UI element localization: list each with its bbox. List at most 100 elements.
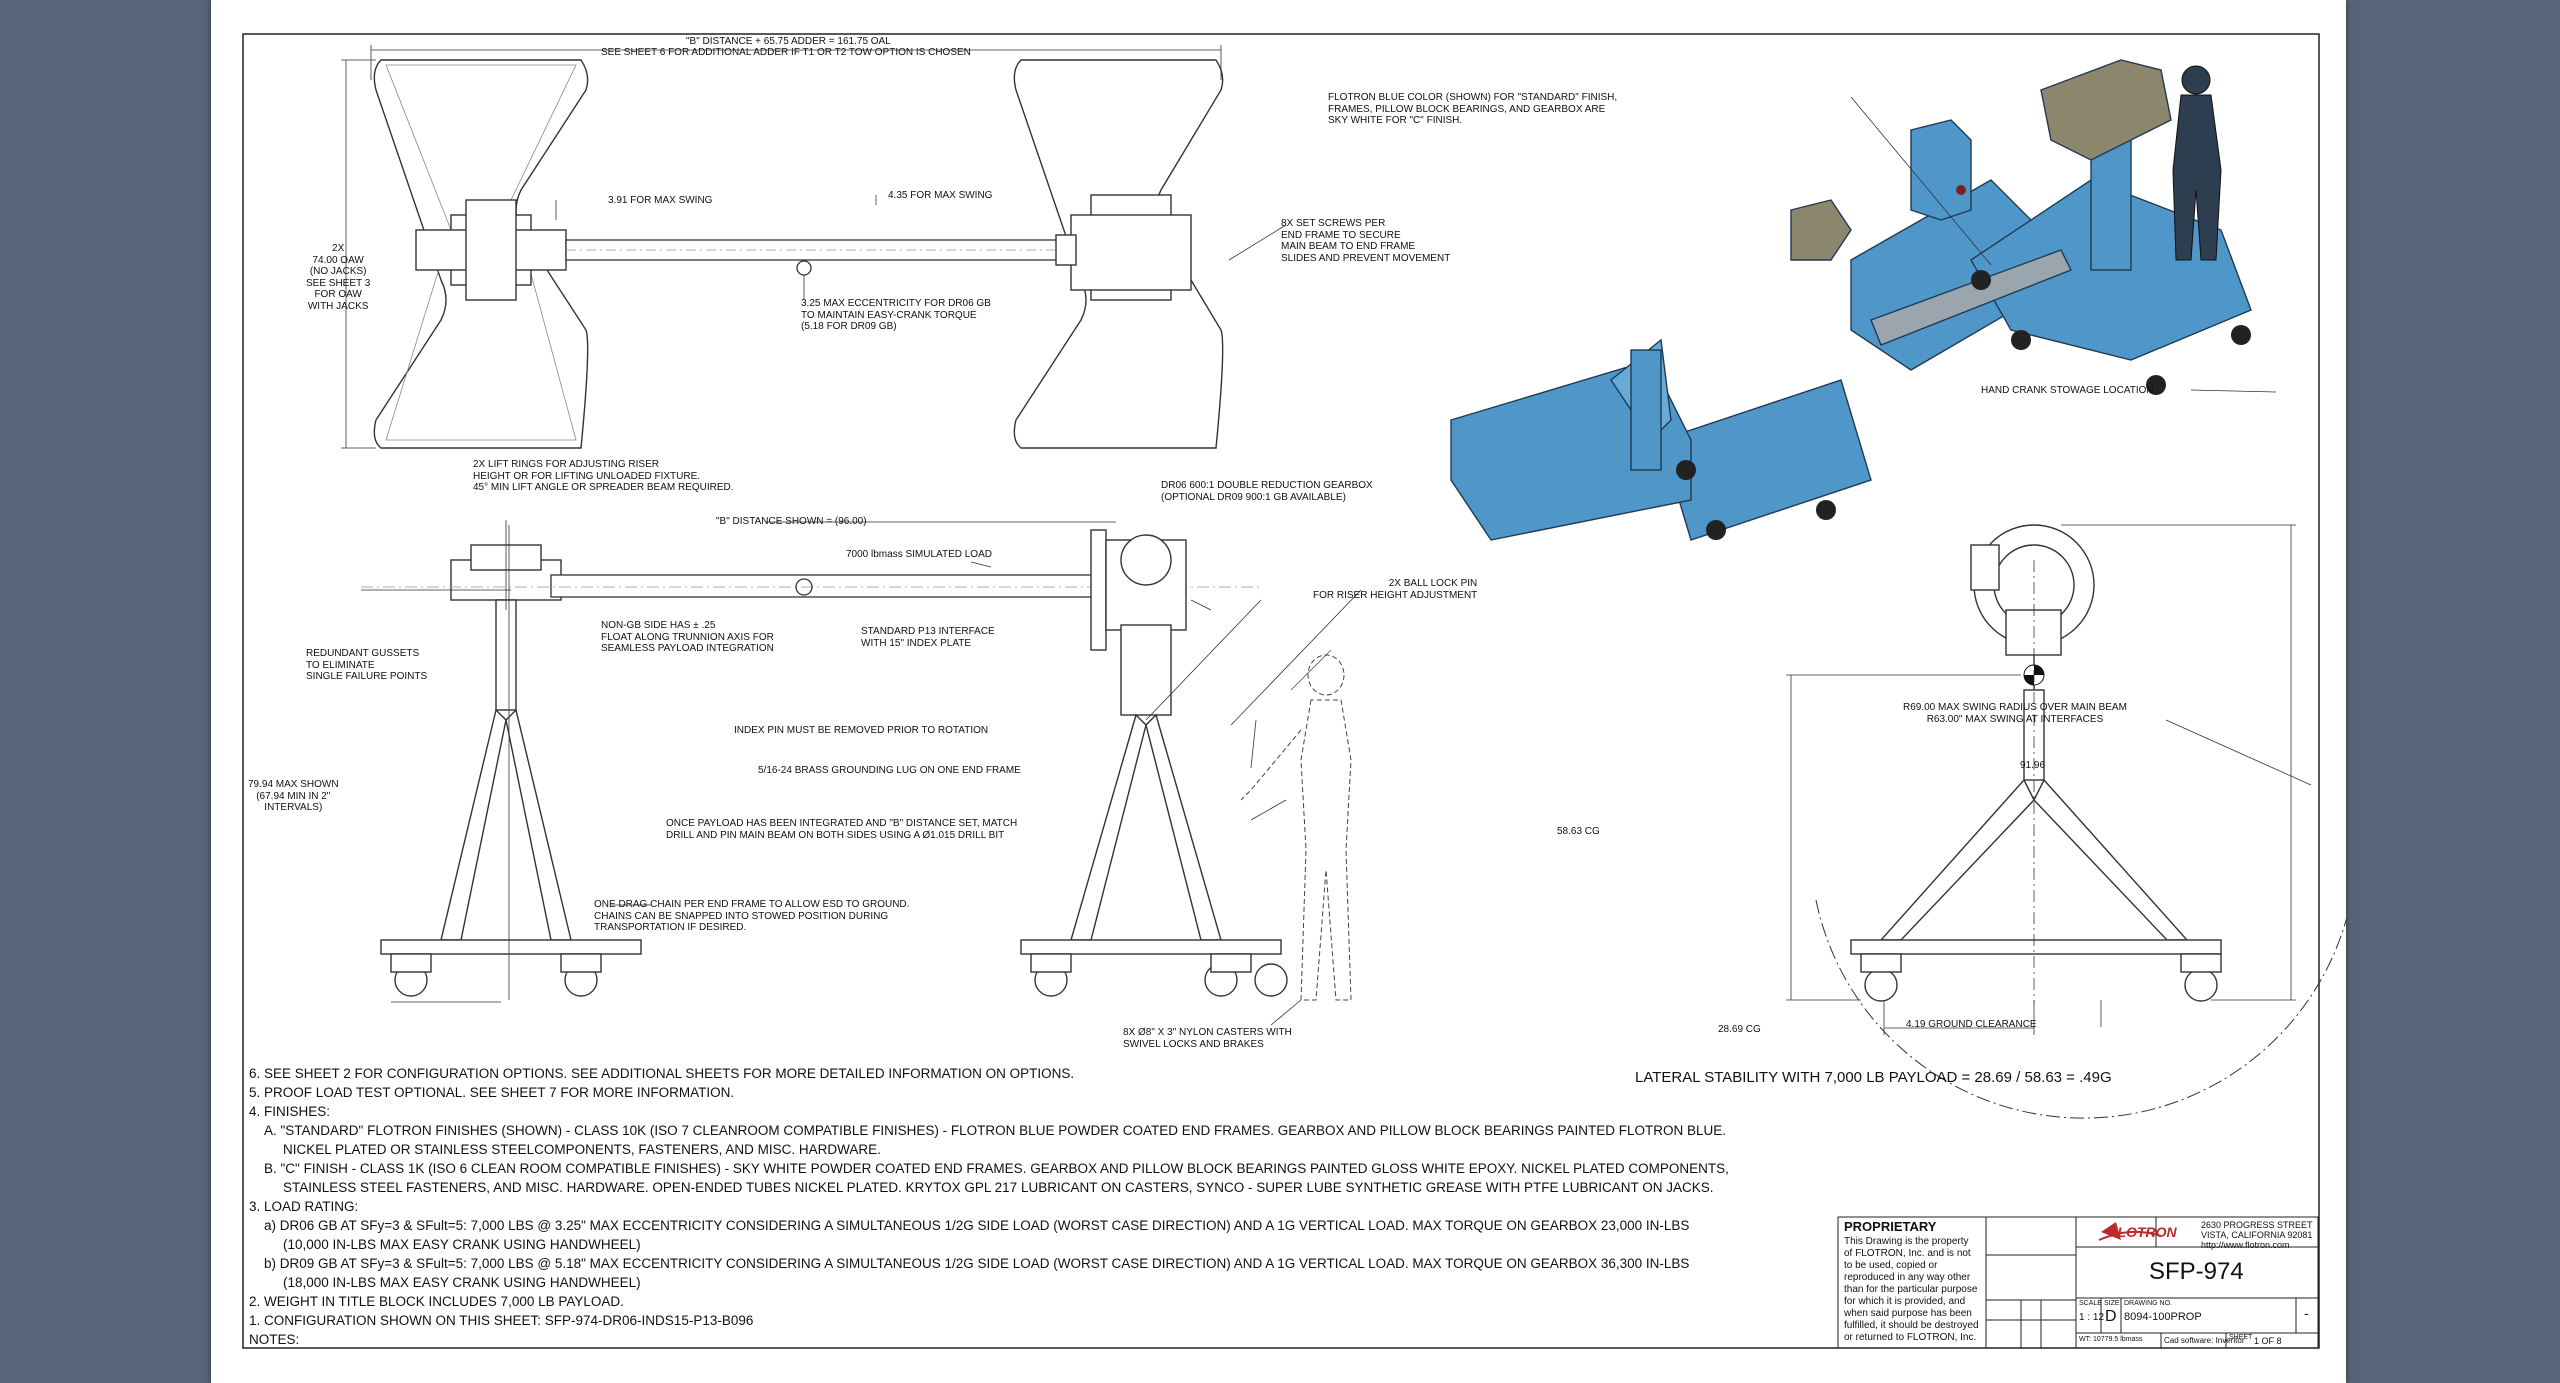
top-view-main-beam xyxy=(565,239,1097,276)
index-pin-note: INDEX PIN MUST BE REMOVED PRIOR TO ROTAT… xyxy=(734,725,989,736)
height-line: INTERVALS) xyxy=(264,802,323,813)
iso-leaders xyxy=(1850,96,2277,393)
address-line: VISTA, CALIFORNIA 92081 xyxy=(2201,1230,2313,1240)
drag-chain-line: CHAINS CAN BE SNAPPED INTO STOWED POSITI… xyxy=(594,910,889,922)
top-view-left-frame xyxy=(373,59,589,449)
swing-right-dim: 4.35 FOR MAX SWING xyxy=(888,190,993,201)
size-value: D xyxy=(2105,1308,2117,1325)
height-line: (67.94 MIN IN 2" xyxy=(256,790,331,802)
drill-line: ONCE PAYLOAD HAS BEEN INTEGRATED AND "B"… xyxy=(666,818,1018,829)
color-note-line: FRAMES, PILLOW BLOCK BEARINGS, AND GEARB… xyxy=(1328,103,1606,115)
cg-width-dim: 28.69 CG xyxy=(1718,1024,1761,1035)
cad-software: Cad software: Inventor xyxy=(2164,1336,2245,1345)
note-4a-cont: NICKEL PLATED OR STAINLESS STEELCOMPONEN… xyxy=(283,1142,881,1157)
gearbox-note: DR06 600:1 DOUBLE REDUCTION GEARBOX (OPT… xyxy=(1161,480,1373,503)
drawing-canvas xyxy=(242,33,2346,1349)
note-4b: B. "C" FINISH - CLASS 1K (ISO 6 CLEAN RO… xyxy=(264,1161,1729,1176)
note-3a-cont: (10,000 IN-LBS MAX EASY CRANK USING HAND… xyxy=(283,1237,641,1252)
top-view-right-frame xyxy=(1013,59,1224,449)
lift-rings-note: 2X LIFT RINGS FOR ADJUSTING RISER HEIGHT… xyxy=(473,459,734,494)
interface-note: STANDARD P13 INTERFACE WITH 15" INDEX PL… xyxy=(861,626,995,649)
set-screws-line: END FRAME TO SECURE xyxy=(1281,229,1401,241)
grounding-note: 5/16-24 BRASS GROUNDING LUG ON ONE END F… xyxy=(758,765,1021,776)
proprietary-text: This Drawing is the property of FLOTRON,… xyxy=(1844,1236,1979,1344)
lift-rings-line: HEIGHT OR FOR LIFTING UNLOADED FIXTURE. xyxy=(473,470,701,482)
height-dimension: 79.94 MAX SHOWN (67.94 MIN IN 2" INTERVA… xyxy=(248,779,339,814)
oaw-line: FOR OAW xyxy=(314,289,362,300)
scale-label: SCALE xyxy=(2079,1300,2102,1307)
casters-note: 8X Ø8" X 3" NYLON CASTERS WITH SWIVEL LO… xyxy=(1123,1027,1292,1050)
set-screws-line: 8X SET SCREWS PER xyxy=(1281,218,1386,229)
oaw-line: 2X xyxy=(332,243,345,254)
size-label: SIZE xyxy=(2104,1300,2120,1307)
ball-lock-line: 2X BALL LOCK PIN xyxy=(1388,578,1478,589)
gussets-line: TO ELIMINATE xyxy=(306,659,375,671)
drawing-title: SFP-974 xyxy=(2149,1258,2244,1285)
swing-radius-line: R69.00 MAX SWING RADIUS OVER MAIN BEAM xyxy=(1903,702,2127,713)
lift-rings-line: 2X LIFT RINGS FOR ADJUSTING RISER xyxy=(473,459,659,470)
dwg-no-label: DRAWING NO. xyxy=(2124,1300,2172,1307)
end-view-dimensions xyxy=(1786,524,2346,1119)
non-gb-line: FLOAT ALONG TRUNNION AXIS FOR xyxy=(601,631,774,643)
gussets-note: REDUNDANT GUSSETS TO ELIMINATE SINGLE FA… xyxy=(306,648,427,683)
ground-clearance-dim: 4.19 GROUND CLEARANCE xyxy=(1906,1019,2037,1030)
address-line: http://www.flotron.com xyxy=(2201,1240,2290,1250)
oaw-line: 74.00 OAW xyxy=(312,254,364,266)
revision-value: - xyxy=(2304,1305,2309,1321)
non-gb-line: SEAMLESS PAYLOAD INTEGRATION xyxy=(601,643,774,654)
note-2: 2. WEIGHT IN TITLE BLOCK INCLUDES 7,000 … xyxy=(249,1294,624,1309)
proprietary-line: to be used, copied or xyxy=(1844,1260,1938,1271)
swing-radius-line: R63.00" MAX SWING AT INTERFACES xyxy=(1926,713,2104,725)
drill-note: ONCE PAYLOAD HAS BEEN INTEGRATED AND "B"… xyxy=(666,818,1017,841)
proprietary-line: or returned to FLOTRON, Inc. xyxy=(1844,1332,1977,1343)
interface-line: WITH 15" INDEX PLATE xyxy=(861,637,972,649)
gussets-line: REDUNDANT GUSSETS xyxy=(306,648,420,659)
oaw-line: (NO JACKS) xyxy=(309,266,367,277)
note-3a: a) DR06 GB AT SFy=3 & SFult=5: 7,000 LBS… xyxy=(264,1218,1690,1233)
drill-line: DRILL AND PIN MAIN BEAM ON BOTH SIDES US… xyxy=(666,829,1005,841)
oaw-dimension: 2X 74.00 OAW (NO JACKS) SEE SHEET 3 FOR … xyxy=(306,243,370,312)
simulated-load-note: 7000 lbmass SIMULATED LOAD xyxy=(846,549,992,560)
proprietary-line: of FLOTRON, Inc. and is not xyxy=(1844,1248,1971,1259)
iso-view-assembly xyxy=(1450,59,2252,541)
color-note-line: FLOTRON BLUE COLOR (SHOWN) FOR "STANDARD… xyxy=(1328,92,1618,103)
eccentricity-line: 3.25 MAX ECCENTRICITY FOR DR06 GB xyxy=(801,298,991,309)
ball-lock-line: FOR RISER HEIGHT ADJUSTMENT xyxy=(1313,589,1478,601)
height-line: 79.94 MAX SHOWN xyxy=(248,779,339,790)
proprietary-line: than for the particular purpose xyxy=(1844,1284,1978,1295)
note-6: 6. SEE SHEET 2 FOR CONFIGURATION OPTIONS… xyxy=(249,1066,1075,1081)
title-block-grid xyxy=(1837,1216,2319,1349)
eccentricity-line: TO MAINTAIN EASY-CRANK TORQUE xyxy=(801,309,977,321)
iso-view-casters xyxy=(1676,270,2251,540)
proprietary-line: for which it is provided, and xyxy=(1844,1296,1966,1307)
note-3: 3. LOAD RATING: xyxy=(249,1199,359,1214)
flotron-logo-swoosh xyxy=(2098,1222,2162,1241)
gearbox-line: DR06 600:1 DOUBLE REDUCTION GEARBOX xyxy=(1161,480,1373,491)
drag-chain-line: TRANSPORTATION IF DESIRED. xyxy=(594,922,747,933)
note-5: 5. PROOF LOAD TEST OPTIONAL. SEE SHEET 7… xyxy=(249,1085,735,1100)
color-note: FLOTRON BLUE COLOR (SHOWN) FOR "STANDARD… xyxy=(1328,92,1617,127)
casters-line: 8X Ø8" X 3" NYLON CASTERS WITH xyxy=(1123,1027,1292,1038)
end-view-stand xyxy=(1850,524,2222,1002)
proprietary-title: PROPRIETARY xyxy=(1844,1219,1937,1234)
sheet-label: SHEET xyxy=(2229,1334,2253,1341)
swing-left-dim: 3.91 FOR MAX SWING xyxy=(608,195,713,206)
company-address: 2630 PROGRESS STREET VISTA, CALIFORNIA 9… xyxy=(2201,1220,2313,1250)
side-view-left-stand xyxy=(380,544,642,997)
flotron-logo: FLOTRON xyxy=(2109,1224,2177,1240)
non-gb-note: NON-GB SIDE HAS ± .25 FLOAT ALONG TRUNNI… xyxy=(601,620,774,655)
b-distance-adder: "B" DISTANCE + 65.75 ADDER = 161.75 OAL xyxy=(686,36,891,47)
b-distance-shown: "B" DISTANCE SHOWN = (96.00) xyxy=(716,516,867,527)
cg-height-dim: 58.63 CG xyxy=(1557,826,1600,837)
note-3b: b) DR09 GB AT SFy=3 & SFult=5: 7,000 LBS… xyxy=(264,1256,1690,1271)
proprietary-line: when said purpose has been xyxy=(1844,1308,1972,1319)
drag-chain-line: ONE DRAG CHAIN PER END FRAME TO ALLOW ES… xyxy=(594,899,910,910)
sheet-value: 1 OF 8 xyxy=(2254,1336,2282,1346)
side-view-dimensions xyxy=(361,520,1362,1026)
lift-rings-line: 45° MIN LIFT ANGLE OR SPREADER BEAM REQU… xyxy=(473,482,734,493)
non-gb-line: NON-GB SIDE HAS ± .25 xyxy=(601,620,716,631)
note-4: 4. FINISHES: xyxy=(249,1104,331,1119)
iso-operator-figure xyxy=(2172,65,2222,261)
oaw-line: WITH JACKS xyxy=(307,300,369,312)
proprietary-line: This Drawing is the property xyxy=(1844,1236,1969,1247)
